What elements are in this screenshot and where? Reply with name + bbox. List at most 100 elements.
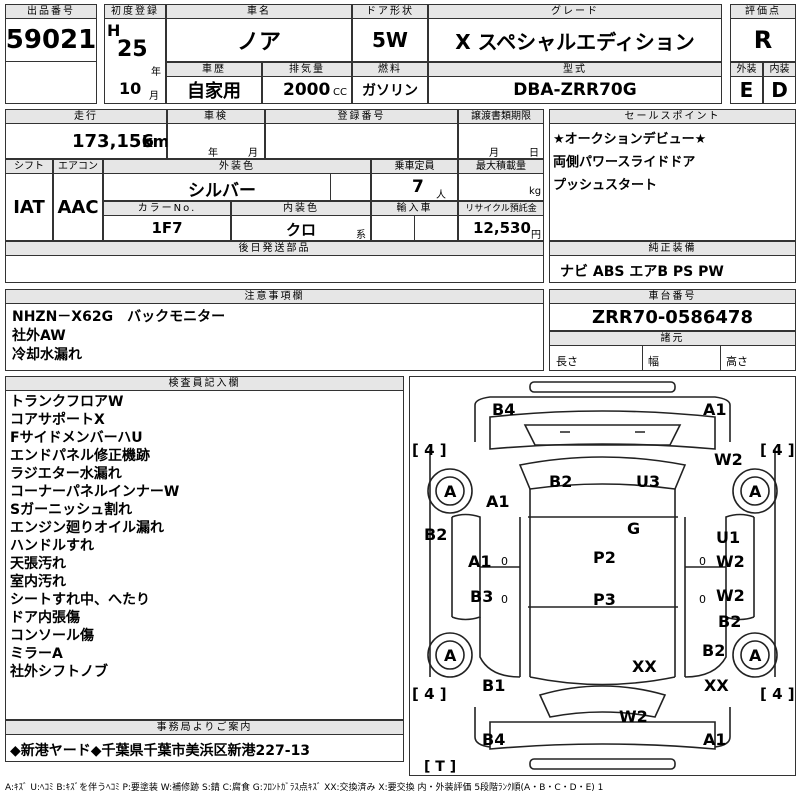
history-value: 自家用: [166, 76, 262, 104]
dmg-w2-tr: W2: [714, 450, 743, 469]
reg-no-box: [265, 123, 458, 159]
grade-label: グレード: [428, 4, 722, 19]
notes-box: NHZN－X62G バックモニター 社外AW 冷却水漏れ: [5, 303, 544, 371]
later-parts-label: 後日発送部品: [5, 241, 544, 256]
inspector-line: エンジン廻りオイル漏れ: [10, 520, 164, 536]
color-no-label: カラーNo.: [103, 201, 231, 216]
exterior-score: E: [730, 76, 763, 104]
dmg-b3: B3: [470, 587, 493, 606]
inspector-line: 社外シフトノブ: [10, 664, 108, 680]
import-label: 輸入車: [371, 201, 458, 216]
chassis-label: 車台番号: [549, 289, 796, 304]
width-label: 幅: [648, 355, 659, 368]
ac-value: AAC: [53, 173, 103, 241]
load-label: 最大積載量: [458, 159, 544, 174]
dmg-a1-bot: A1: [703, 730, 727, 749]
month-unit: 月: [149, 91, 159, 102]
insp-month-unit: 月: [248, 148, 258, 159]
length-label: 長さ: [556, 355, 578, 368]
model-name: ノア: [166, 18, 352, 62]
dims-box: 長さ 幅 高さ: [549, 345, 796, 371]
first-reg-label: 初度登録: [104, 4, 166, 19]
load-box: kg: [458, 173, 544, 201]
inspector-line: コアサポートX: [10, 412, 105, 428]
dmg-b2-br: B2: [702, 641, 725, 660]
dmg-zero-1: 0: [501, 555, 508, 568]
dmg-xx-br: XX: [704, 676, 729, 695]
dmg-tr4: [ 4 ]: [760, 441, 795, 459]
notes-label: 注意事項欄: [5, 289, 544, 304]
type-value: DBA-ZRR70G: [428, 76, 722, 104]
mileage-box: 173,156 km: [5, 123, 169, 159]
dmg-xx-mid: XX: [632, 657, 657, 676]
inspector-line: コーナーパネルインナーW: [10, 484, 180, 500]
inspector-label: 検査員記入欄: [5, 376, 404, 391]
dmg-zero-2: 0: [501, 593, 508, 606]
grade-value: X スペシャルエディション: [428, 18, 722, 62]
first-reg-box: H 25 年 10 月: [104, 18, 166, 104]
import-divider: [414, 216, 415, 240]
history-label: 車歴: [166, 62, 262, 77]
dmg-w2-bot: W2: [619, 707, 648, 726]
sales-point-line: プッシュスタート: [553, 178, 658, 193]
inspector-line: ドア内張傷: [10, 610, 80, 626]
dmg-t: [ T ]: [424, 759, 456, 775]
int-color-label: 内装色: [231, 201, 371, 216]
ac-label: エアコン: [53, 159, 103, 174]
dmg-b4-top: B4: [492, 400, 515, 419]
insp-year-unit: 年: [208, 148, 218, 159]
displacement-box: 2000 CC: [262, 76, 352, 104]
model-label: 車名: [166, 4, 352, 19]
dmg-tl4: [ 4 ]: [412, 441, 447, 459]
dmg-zero-4: 0: [699, 593, 706, 606]
era: H: [107, 21, 121, 40]
height-label: 高さ: [726, 355, 748, 368]
note-line: 冷却水漏れ: [12, 347, 82, 363]
dmg-b2-rr: B2: [718, 612, 741, 631]
fuel-label: 燃料: [352, 62, 428, 77]
color-no-value: 1F7: [103, 215, 231, 241]
lot-number: 59021: [5, 18, 97, 62]
office-value: ◆新港ヤード◆千葉県千葉市美浜区新港227-13: [5, 734, 404, 762]
recycle-box: 12,530 円: [458, 215, 544, 241]
type-label: 型式: [428, 62, 722, 77]
capacity-unit: 人: [436, 190, 446, 201]
damage-diagram: B4 A1 [ 4 ] [ 4 ] W2 A A1 B2 U3 A G B2 U…: [409, 376, 796, 776]
dmg-g: G: [627, 519, 640, 538]
inspector-line: ラジエター水漏れ: [10, 466, 122, 482]
reg-year: 25: [117, 37, 148, 62]
dims-divider: [642, 346, 643, 370]
capacity-label: 乗車定員: [371, 159, 458, 174]
inspector-line: FサイドメンバーハU: [10, 430, 143, 446]
sales-points-box: ★オークションデビュー★ 両側パワースライドドア プッシュスタート: [549, 123, 796, 241]
dmg-a1-top: A1: [703, 400, 727, 419]
dmg-a-tr: A: [749, 482, 762, 501]
later-parts-box: [5, 255, 544, 283]
exterior-label: 外装: [730, 62, 763, 77]
lot-no-label: 出品番号: [5, 4, 97, 19]
fuel-value: ガソリン: [352, 76, 428, 104]
sales-point-line: ★オークションデビュー★: [553, 132, 707, 147]
dims-label: 諸元: [549, 331, 796, 346]
color-box: シルバー: [103, 173, 371, 201]
dmg-a-br: A: [749, 646, 762, 665]
inspector-line: シートすれ中、へたり: [10, 592, 150, 608]
dmg-bl4: [ 4 ]: [412, 685, 447, 703]
inspector-line: ハンドルすれ: [10, 538, 94, 554]
dmg-zero-3: 0: [699, 555, 706, 568]
inspector-line: 天張汚れ: [10, 556, 66, 572]
dmg-u3: U3: [636, 472, 660, 491]
dmg-b4-bot: B4: [482, 730, 505, 749]
dmg-a1-door: A1: [468, 552, 492, 571]
int-color-box: クロ 系: [231, 215, 371, 241]
score-label: 評価点: [730, 4, 796, 19]
transfer-label: 譲渡書類期限: [458, 109, 544, 124]
dmg-b1: B1: [482, 676, 505, 695]
dmg-u1: U1: [716, 528, 740, 547]
load-unit: kg: [529, 186, 542, 197]
legend: A:ｷｽﾞ U:ﾍｺﾐ B:ｷｽﾞを伴うﾍｺﾐ P:要塗装 W:補修跡 S:錆 …: [5, 783, 604, 793]
score-value: R: [730, 18, 796, 62]
office-label: 事務局よりご案内: [5, 720, 404, 735]
displacement-value: 2000: [283, 80, 331, 100]
inspection-label: 車検: [167, 109, 265, 124]
